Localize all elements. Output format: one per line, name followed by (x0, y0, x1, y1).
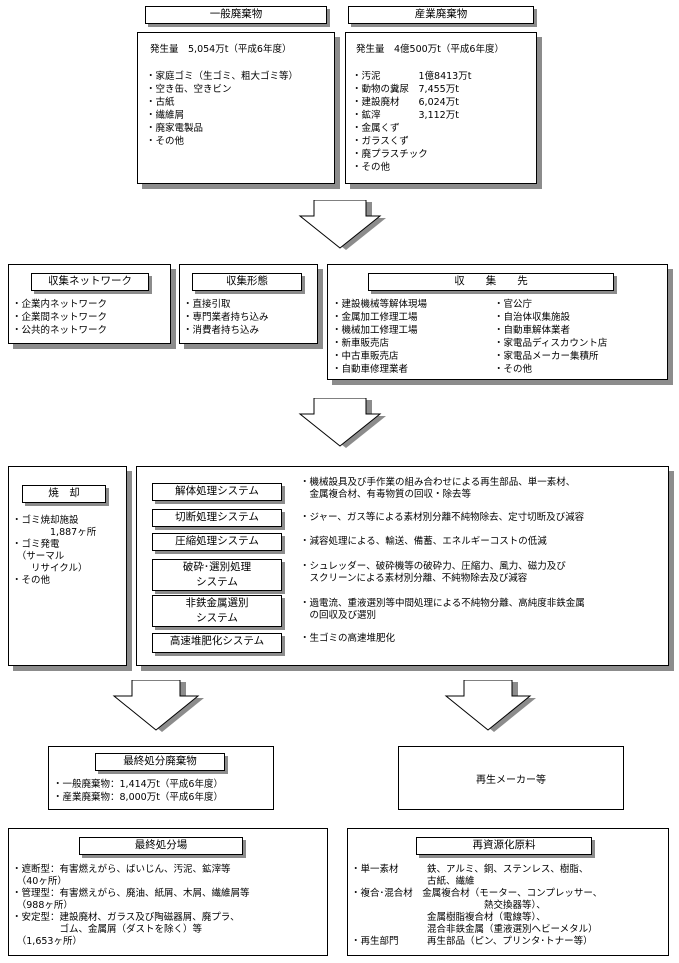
final-site-item: （988ヶ所） (12, 900, 73, 911)
general-waste-item: ・古紙 (146, 97, 175, 108)
industrial-waste-item: ・ガラスくず (352, 136, 409, 147)
industrial-waste-item: ・建設廃材 6,024万t (352, 97, 459, 108)
collection-destination-item: ・官公庁 (494, 299, 533, 310)
industrial-waste-item: ・汚泥 1億8413万t (352, 71, 472, 82)
incineration-item: リサイクル） (12, 563, 88, 574)
recycled-material-item: ・単一素材 鉄、アルミ、銅、ステンレス、樹脂、 (351, 864, 589, 875)
collection-destination-item: ・その他 (494, 364, 533, 375)
system-name: 圧縮処理システム (152, 533, 282, 551)
final-site-item: ・遮断型：有害燃えがら、ばいじん、汚泥、鉱滓等 (12, 864, 231, 875)
system-name: 非鉄金属選別 システム (152, 595, 282, 627)
collection-destination-item: ・中古車販売店 (332, 351, 399, 362)
industrial-waste-item: ・動物の糞尿 7,455万t (352, 84, 459, 95)
collection-destination-box: 収 集 先 ・建設機械等解体現場 ・金属加工修理工場 ・機械加工修理工場 ・新車… (327, 264, 668, 380)
general-waste-item: ・空き缶、空きビン (146, 84, 232, 95)
collection-destination-item: ・金属加工修理工場 (332, 312, 418, 323)
general-waste-item: ・その他 (146, 136, 185, 147)
collection-destination-item: ・家電品メーカー集積所 (494, 351, 599, 362)
final-waste-item: ・産業廃棄物：8,000万t（平成6年度） (53, 792, 223, 803)
incineration-box: 焼 却 ・ゴミ焼却施設 1,887ヶ所 ・ゴミ発電 （サーマル リサイクル） ・… (8, 466, 127, 666)
final-site-item: ・管理型：有害燃えがら、廃油、紙屑、木屑、繊維屑等 (12, 888, 250, 899)
system-name: 破砕･選別処理 システム (152, 559, 282, 591)
general-waste-box: 発生量 5,054万t（平成6年度） ・家庭ゴミ（生ゴミ、粗大ゴミ等） ・空き缶… (137, 32, 335, 184)
collection-destination-item: ・自動車修理業者 (332, 364, 409, 375)
incineration-item: ・ゴミ発電 (12, 539, 60, 550)
system-name: 切断処理システム (152, 509, 282, 527)
general-waste-item: ・繊維屑 (146, 110, 185, 121)
collection-destination-title: 収 集 先 (368, 273, 614, 291)
collection-destination-item: ・自動車解体業者 (494, 325, 571, 336)
recycled-material-item: 古紙、繊維 (351, 876, 475, 887)
general-waste-item: ・廃家電製品 (146, 123, 204, 134)
system-description: ・ジャー、ガス等による素材別分離不純物除去、定寸切断及び減容 (300, 512, 585, 523)
system-description: ・生ゴミの高速堆肥化 (300, 633, 396, 644)
industrial-waste-item: ・鉱滓 3,112万t (352, 110, 459, 121)
incineration-item: ・その他 (12, 575, 51, 586)
collection-form-item: ・直接引取 (183, 299, 231, 310)
final-waste-title: 最終処分廃棄物 (95, 753, 225, 771)
recycled-material-item: 熱交換器等）、 (351, 900, 546, 911)
final-site-item: （1,653ヶ所） (12, 936, 82, 947)
general-waste-item: ・家庭ゴミ（生ゴミ、粗大ゴミ等） (146, 71, 299, 82)
industrial-waste-title: 産業廃棄物 (348, 6, 534, 24)
industrial-waste-amount: 発生量 4億500万t（平成6年度） (356, 44, 504, 55)
collection-destination-item: ・機械加工修理工場 (332, 325, 418, 336)
industrial-waste-box: 発生量 4億500万t（平成6年度） ・汚泥 1億8413万t ・動物の糞尿 7… (345, 32, 537, 184)
system-description: ・過電流、重液選別等中間処理による不純物分離、高純度非鉄金属 の回収及び選別 (300, 598, 585, 621)
incineration-item: ・ゴミ焼却施設 (12, 515, 79, 526)
final-site-box: 最終処分場 ・遮断型：有害燃えがら、ばいじん、汚泥、鉱滓等 （40ヶ所） ・管理… (8, 828, 328, 956)
general-waste-amount: 発生量 5,054万t（平成6年度） (150, 44, 292, 55)
flow-arrow-down-left (112, 680, 204, 732)
collection-destination-item: ・建設機械等解体現場 (332, 299, 428, 310)
collection-network-item: ・企業間ネットワーク (12, 312, 108, 323)
flow-arrow-down-1 (298, 200, 386, 250)
final-waste-box: 最終処分廃棄物 ・一般廃棄物：1,414万t（平成6年度） ・産業廃棄物：8,0… (48, 746, 274, 810)
industrial-waste-item: ・その他 (352, 162, 391, 173)
processing-systems-box: 解体処理システム ・機械設具及び手作業の組み合わせによる再生部品、単一素材、 金… (136, 466, 669, 666)
collection-network-item: ・企業内ネットワーク (12, 299, 108, 310)
collection-destination-item: ・家電品ディスカウント店 (494, 338, 608, 349)
recycled-material-item: ・複合･混合材 金属複合材（モーター、コンプレッサー、 (351, 888, 603, 899)
collection-network-box: 収集ネットワーク ・企業内ネットワーク ・企業間ネットワーク ・公共的ネットワー… (8, 264, 171, 344)
collection-form-item: ・専門業者持ち込み (183, 312, 269, 323)
final-site-item: ・安定型：建設廃材、ガラス及び陶磁器屑、廃プラ、 (12, 912, 240, 923)
recycle-maker-box: 再生メーカー等 (398, 746, 624, 810)
incineration-item: 1,887ヶ所 (12, 527, 97, 538)
collection-destination-item: ・自治体収集施設 (494, 312, 571, 323)
industrial-waste-item: ・廃プラスチック (352, 149, 428, 160)
flow-arrow-down-2 (298, 398, 386, 448)
recycled-material-item: 金属樹脂複合材（電線等）、 (351, 912, 546, 923)
system-description: ・機械設具及び手作業の組み合わせによる再生部品、単一素材、 金属複合材、有毒物質… (300, 477, 576, 500)
final-waste-item: ・一般廃棄物：1,414万t（平成6年度） (53, 779, 223, 790)
final-site-title: 最終処分場 (79, 837, 243, 855)
collection-form-box: 収集形態 ・直接引取 ・専門業者持ち込み ・消費者持ち込み (179, 264, 318, 344)
recycled-material-item: ・再生部門 再生部品（ピン、プリンタ･トナー等） (351, 936, 593, 947)
collection-form-item: ・消費者持ち込み (183, 325, 260, 336)
flow-arrow-down-right (444, 680, 536, 732)
final-site-item: ゴム、金属屑（ダストを除く）等 (12, 924, 203, 935)
recycled-material-box: 再資源化原料 ・単一素材 鉄、アルミ、銅、ステンレス、樹脂、 古紙、繊維 ・複合… (347, 828, 669, 956)
industrial-waste-item: ・金属くず (352, 123, 400, 134)
collection-destination-item: ・新車販売店 (332, 338, 390, 349)
collection-form-title: 収集形態 (192, 273, 302, 291)
incineration-item: （サーマル (12, 551, 65, 562)
recycled-material-item: 混合非鉄金属（重液選別へビーメタル） (351, 924, 598, 935)
system-name: 解体処理システム (152, 483, 282, 501)
recycled-material-title: 再資源化原料 (416, 837, 592, 855)
recycle-maker-label: 再生メーカー等 (476, 775, 546, 786)
incineration-title: 焼 却 (22, 485, 106, 503)
collection-network-title: 収集ネットワーク (31, 273, 149, 291)
general-waste-title: 一般廃棄物 (145, 6, 327, 24)
collection-network-item: ・公共的ネットワーク (12, 325, 108, 336)
final-site-item: （40ヶ所） (12, 876, 67, 887)
system-name: 高速堆肥化システム (152, 633, 282, 653)
system-description: ・減容処理による、輸送、備蓄、エネルギーコストの低減 (300, 536, 547, 547)
system-description: ・シュレッダー、破砕機等の破砕力、圧縮力、風力、磁力及び スクリーンによる素材別… (300, 561, 566, 584)
